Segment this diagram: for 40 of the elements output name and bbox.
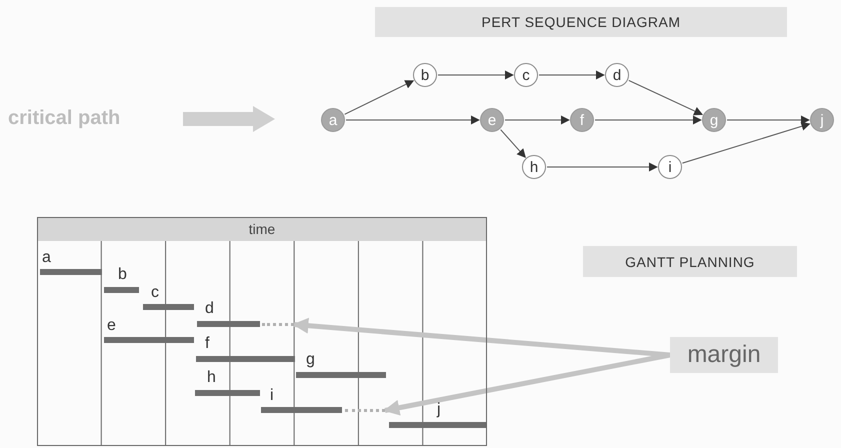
table-header: time xyxy=(248,221,276,237)
arrow xyxy=(344,80,414,115)
legend-label: critical path xyxy=(8,107,120,130)
arrow xyxy=(682,122,810,164)
arrow xyxy=(726,116,810,124)
task-letter: a xyxy=(42,250,51,266)
arrow xyxy=(346,116,480,124)
event-circle: h xyxy=(522,155,546,179)
critical-event-circle: a xyxy=(321,108,345,132)
task-letter: e xyxy=(107,318,116,334)
gantt-table xyxy=(37,217,487,446)
section-heading: PERT SEQUENCE DIAGRAM xyxy=(375,7,787,37)
task-letter: g xyxy=(306,352,315,368)
event-circle: c xyxy=(514,63,538,87)
task-letter: b xyxy=(118,267,127,283)
arrow xyxy=(594,116,702,124)
arrow xyxy=(546,162,658,172)
arrow xyxy=(500,129,526,158)
critical-event-circle: e xyxy=(480,108,504,132)
arrow xyxy=(628,80,704,116)
task-letter: d xyxy=(205,301,214,317)
slack-line xyxy=(345,409,385,412)
callout-box: margin xyxy=(670,337,778,373)
event-circle: b xyxy=(413,63,437,87)
critical-event-circle: f xyxy=(570,108,594,132)
event-circle: d xyxy=(605,63,629,87)
task-letter: i xyxy=(270,388,274,404)
critical-event-circle: j xyxy=(810,108,834,132)
arrow xyxy=(438,70,514,80)
task-letter: j xyxy=(437,402,441,418)
event-circle: i xyxy=(658,155,682,179)
critical-event-circle: g xyxy=(702,108,726,132)
task-letter: f xyxy=(205,336,210,352)
arrow xyxy=(504,116,570,124)
leader-arrow xyxy=(292,318,670,358)
section-heading: GANTT PLANNING xyxy=(583,246,797,277)
slack-line xyxy=(262,323,294,326)
task-letter: c xyxy=(151,285,159,301)
arrow xyxy=(538,70,605,80)
task-letter: h xyxy=(207,370,216,386)
